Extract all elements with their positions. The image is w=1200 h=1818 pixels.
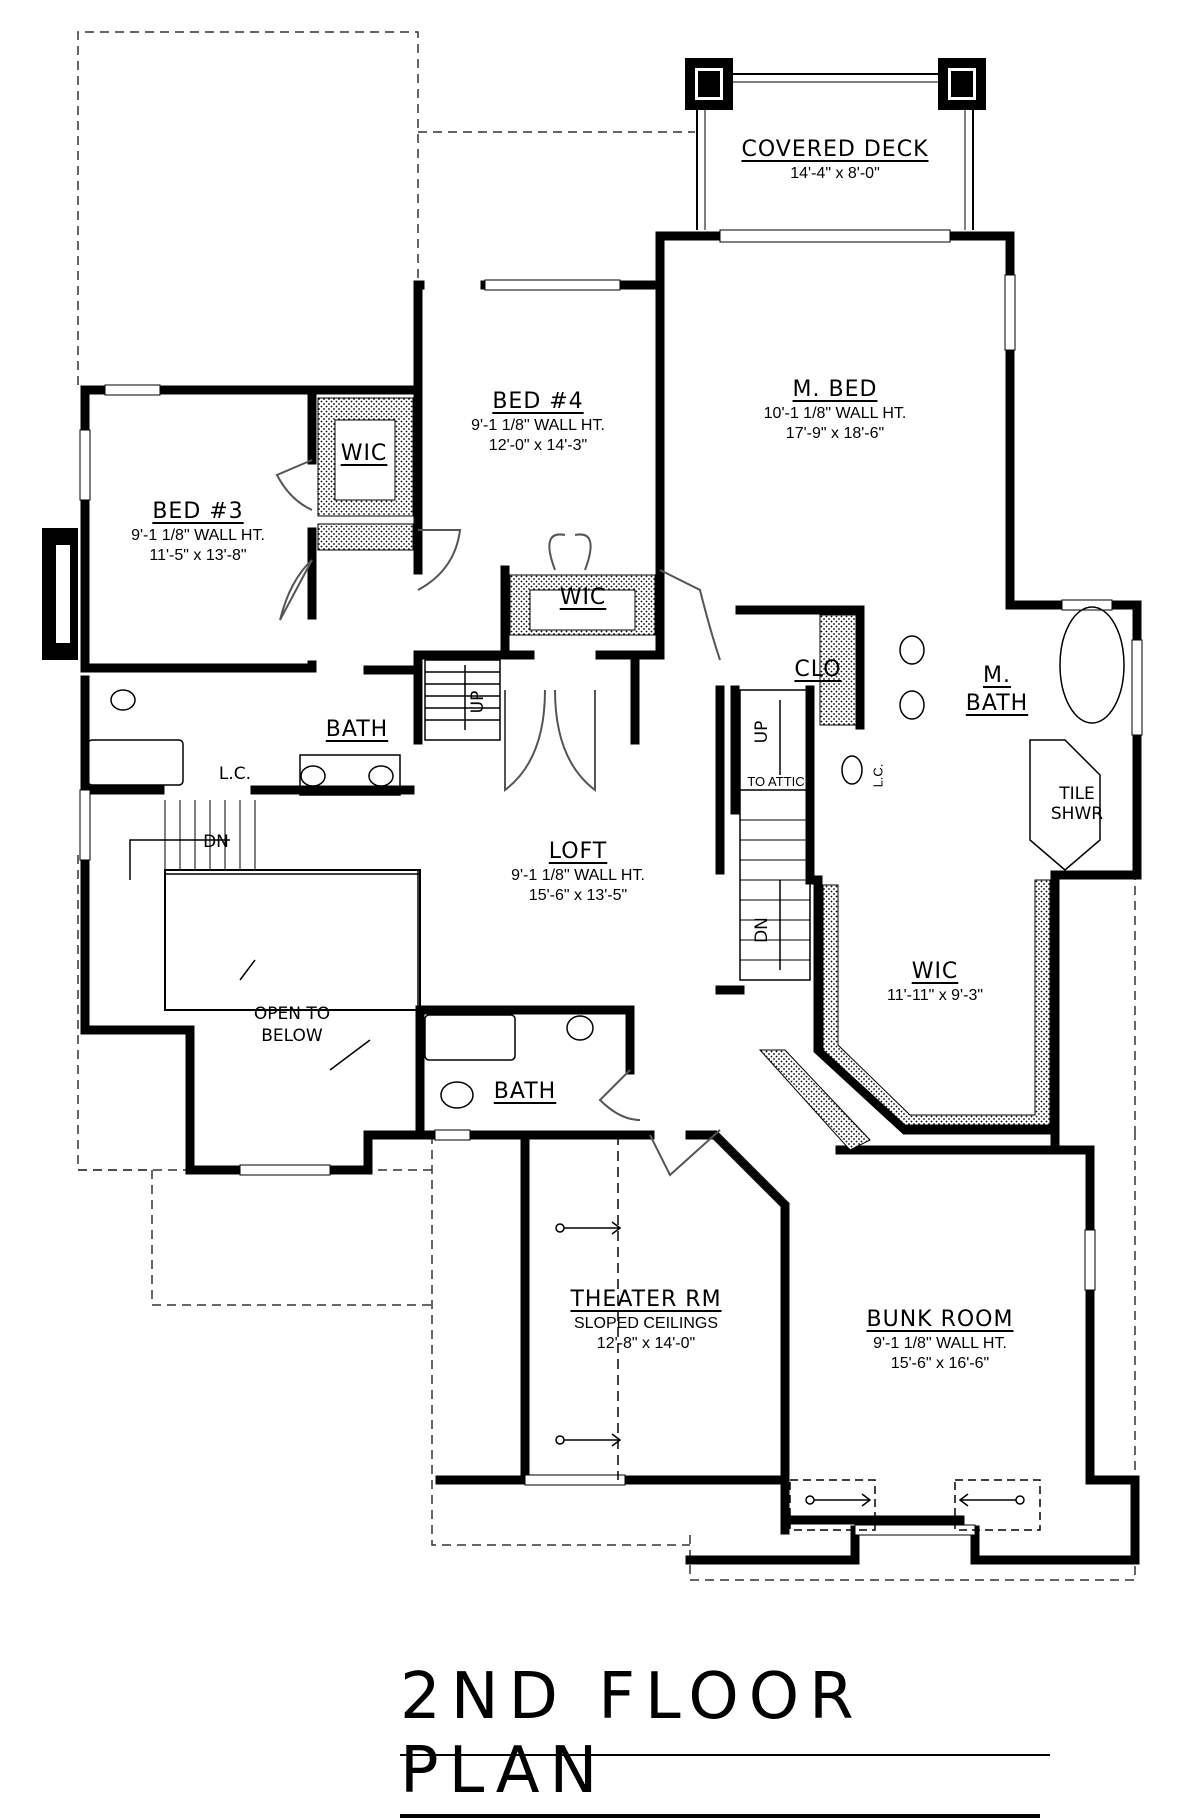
room-name: CLO [794, 657, 842, 682]
title-underline [400, 1754, 1050, 1756]
room-name: WIC [911, 959, 959, 984]
room-bath-lower: BATH [494, 1078, 556, 1106]
covered-deck [685, 58, 986, 230]
railing [164, 869, 421, 1010]
room-closet: CLO [794, 656, 841, 684]
room-wic-bed-4: WIC [560, 584, 607, 612]
stair-to-attic: TO ATTIC [747, 774, 805, 789]
room-ceiling-note: SLOPED CEILINGS [573, 1315, 719, 1332]
room-dims: 12'-0" x 14'-3" [488, 437, 588, 454]
room-master-bath: M. BATH [952, 662, 1042, 718]
walls [80, 231, 1142, 1565]
door-swings [275, 459, 721, 1177]
room-dims: 14'-4" x 8'-0" [790, 165, 880, 182]
room-linen-closet: L.C. [219, 764, 251, 784]
stairs [129, 659, 811, 1011]
room-dims: 15'-6" x 13'-5" [528, 887, 628, 904]
windows [79, 229, 1143, 1536]
room-tile-shower: TILE SHWR [1042, 784, 1112, 824]
room-dims: 12'-8" x 14'-0" [596, 1335, 696, 1352]
room-loft: LOFT 9'-1 1/8" WALL HT. 15'-6" x 13'-5" [511, 838, 645, 906]
room-master-wic: WIC 11'-11" x 9'-3" [887, 958, 983, 1006]
room-name: BATH [325, 717, 389, 742]
room-dims: 11'-11" x 9'-3" [886, 987, 984, 1004]
room-covered-deck: COVERED DECK 14'-4" x 8'-0" [742, 136, 929, 184]
room-bunk: BUNK ROOM 9'-1 1/8" WALL HT. 15'-6" x 16… [867, 1306, 1014, 1374]
room-wall-height: 10'-1 1/8" WALL HT. [763, 405, 907, 422]
room-dims: 11'-5" x 13'-8" [149, 547, 247, 564]
room-wall-height: 9'-1 1/8" WALL HT. [873, 1335, 1007, 1352]
fixtures [87, 606, 1125, 1109]
room-wall-height: 9'-1 1/8" WALL HT. [131, 527, 265, 544]
room-wall-height: 9'-1 1/8" WALL HT. [471, 417, 605, 434]
room-wic-bed-3: WIC [341, 440, 388, 468]
room-bed-3: BED #3 9'-1 1/8" WALL HT. 11'-5" x 13'-8… [131, 498, 265, 566]
room-name: M. BED [792, 377, 878, 402]
plan-title: 2ND FLOOR PLAN [400, 1660, 1040, 1818]
room-name: BUNK ROOM [866, 1307, 1014, 1332]
room-name: BED #3 [152, 499, 244, 524]
stair-up-main: UP [468, 690, 488, 714]
room-theater: THEATER RM SLOPED CEILINGS 12'-8" x 14'-… [570, 1286, 721, 1354]
room-name: L.C. [870, 763, 886, 788]
room-wall-height: 9'-1 1/8" WALL HT. [511, 867, 645, 884]
room-bed-4: BED #4 9'-1 1/8" WALL HT. 12'-0" x 14'-3… [471, 388, 605, 456]
room-name: BATH [493, 1079, 557, 1104]
room-bath-upper: BATH [326, 716, 388, 744]
ceiling-slope-arrows [239, 959, 1041, 1531]
stair-down-left: DN [203, 832, 229, 852]
stair-up-attic: UP [752, 720, 772, 744]
room-name: TILE SHWR [1050, 784, 1104, 824]
room-name: OPEN TO BELOW [253, 1004, 331, 1046]
open-to-below-label: OPEN TO BELOW [237, 1003, 347, 1047]
room-linen-closet-master: L.C. [871, 764, 886, 788]
room-name: L.C. [218, 764, 252, 784]
stair-down-center: DN [752, 917, 772, 943]
room-name: WIC [559, 585, 607, 610]
room-name: THEATER RM [570, 1287, 722, 1312]
room-name: WIC [340, 441, 388, 466]
shelving-hatch [317, 397, 1051, 1151]
room-dims: 17'-9" x 18'-6" [785, 425, 885, 442]
room-name: LOFT [548, 839, 608, 864]
room-name: M. BATH [965, 663, 1029, 716]
room-dims: 15'-6" x 16'-6" [890, 1355, 990, 1372]
room-name: COVERED DECK [741, 137, 929, 162]
room-master-bed: M. BED 10'-1 1/8" WALL HT. 17'-9" x 18'-… [764, 376, 907, 444]
room-name: BED #4 [492, 389, 584, 414]
